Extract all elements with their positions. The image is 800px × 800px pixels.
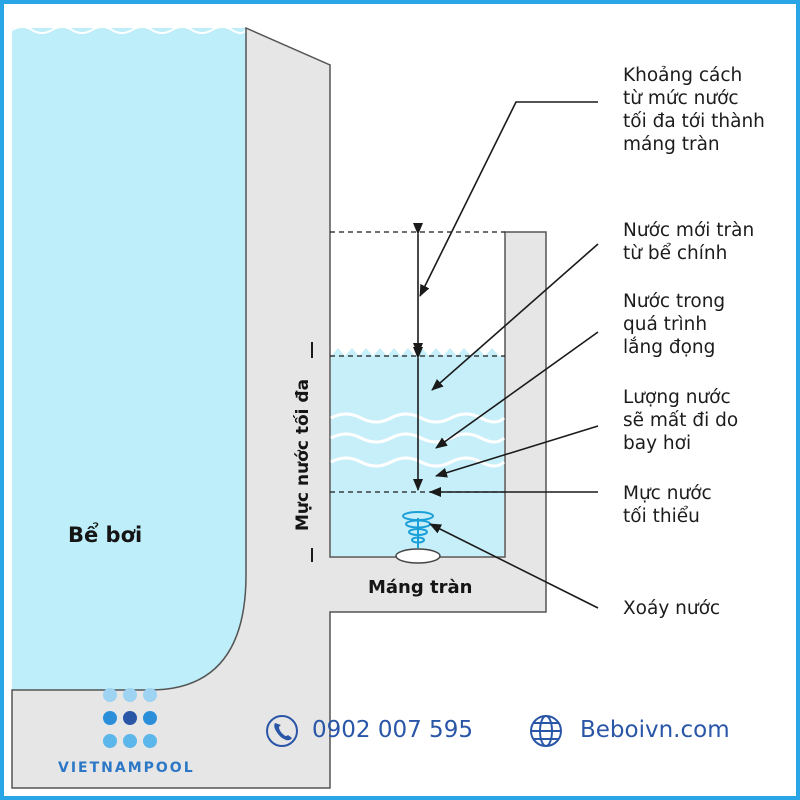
annotation-settling: Nước trong quá trình lắng đọng <box>623 291 726 358</box>
phone-number[interactable]: 0902 007 595 <box>312 717 473 743</box>
leader-evaporation <box>435 425 599 478</box>
pool-water <box>12 28 246 690</box>
vortex-icon <box>402 511 434 548</box>
max-level-label: Mực nước tối đa <box>293 378 313 532</box>
water-top-ripples <box>331 348 499 356</box>
leader-new-water <box>431 243 599 391</box>
annotation-new-water: Nước mới tràn từ bể chính <box>623 220 755 264</box>
brand-name: VIETNAMPOOL <box>58 760 195 776</box>
annotation-min-level: Mực nước tối thiểu <box>623 483 712 527</box>
website-link[interactable]: Beboivn.com <box>580 717 730 743</box>
pool-label: Bể bơi <box>68 523 143 547</box>
dots-logo-icon <box>103 688 157 748</box>
annotation-evaporation: Lượng nước sẽ mất đi do bay hơi <box>623 387 739 454</box>
gutter-label: Máng tràn <box>368 577 473 598</box>
leader-vortex <box>429 523 599 609</box>
drain-cap <box>395 548 441 564</box>
globe-icon <box>530 715 562 747</box>
pool-water-surface <box>11 26 247 34</box>
phone-icon <box>266 715 298 747</box>
annotation-vortex: Xoáy nước <box>623 598 721 619</box>
annotation-distance: Khoảng cách từ mức nước tối đa tới thành… <box>623 65 765 155</box>
leader-distance <box>419 101 598 297</box>
leader-settling <box>435 331 599 449</box>
concrete-wall <box>11 26 547 789</box>
